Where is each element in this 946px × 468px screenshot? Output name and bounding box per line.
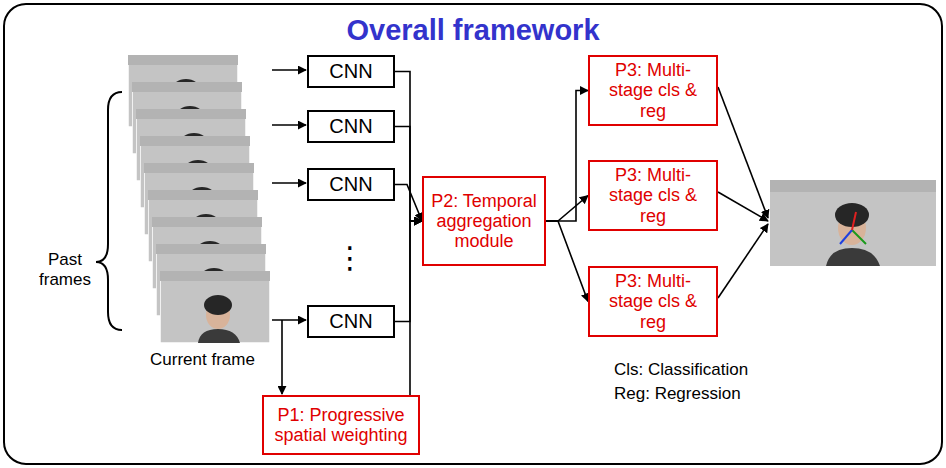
box-text: CNN [329, 115, 372, 138]
box-text: CNN [329, 60, 372, 83]
module-box: P1: Progressive spatial weighting [262, 395, 420, 455]
legend-note: Cls: Classification [614, 360, 814, 380]
group-label: Past frames [34, 250, 96, 291]
box-text: P1: Progressive spatial weighting [268, 405, 414, 445]
input-arrows [272, 70, 306, 394]
cnn-box: CNN [307, 110, 395, 143]
box-text: P3: Multi-stage cls & reg [594, 271, 712, 331]
flow-arrow [395, 221, 422, 322]
box-text: P3: Multi-stage cls & reg [594, 60, 712, 120]
module-box: P3: Multi-stage cls & reg [588, 55, 718, 126]
flow-arrow [546, 196, 588, 222]
box-text: CNN [329, 310, 372, 333]
flow-arrow [395, 72, 422, 222]
module-box: P3: Multi-stage cls & reg [588, 160, 718, 231]
cnn-box: CNN [307, 55, 395, 88]
cnn-box: CNN [307, 168, 395, 201]
frame-label: Current frame [150, 350, 280, 370]
outer-frame [4, 4, 942, 464]
flow-arrow [395, 127, 422, 222]
bracket [96, 92, 122, 330]
cnn-box: CNN [307, 305, 395, 338]
flow-arrow [410, 221, 422, 395]
frame-stack [128, 55, 270, 343]
output-arrows [718, 87, 768, 298]
ellipsis: ⋮ [330, 240, 370, 276]
box-text: CNN [329, 173, 372, 196]
flow-arrow [546, 221, 588, 302]
output-image [770, 180, 936, 266]
diagram-title: Overall framework [0, 14, 946, 47]
box-text: P3: Multi-stage cls & reg [594, 165, 712, 225]
flow-arrow [395, 185, 422, 222]
module-box: P2: Temporal aggregation module [422, 176, 546, 266]
legend-note: Reg: Regression [614, 384, 814, 404]
module-box: P3: Multi-stage cls & reg [588, 266, 718, 337]
box-text: P2: Temporal aggregation module [428, 191, 540, 251]
flow-arrow [546, 91, 588, 222]
